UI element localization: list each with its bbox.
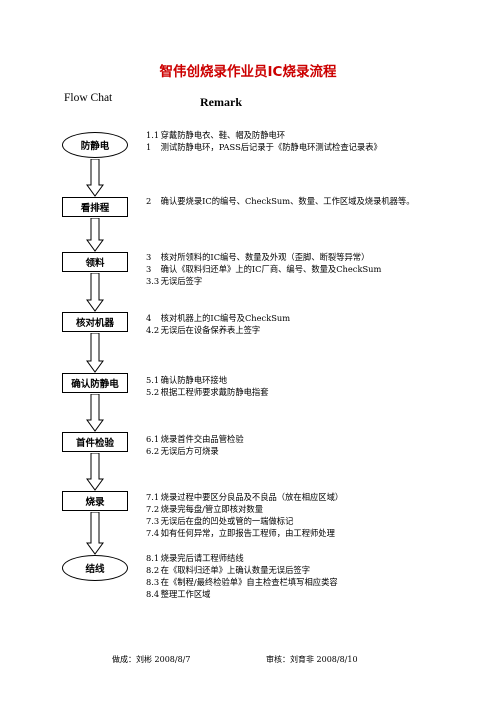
remark-line: 5.1 确认防静电环接地 [146,375,227,386]
remark-line: 8.3 在《制程/最终检验单》自主检查栏填写相应类容 [146,577,338,588]
remark-text: 无误后在设备保养表上签字 [160,325,261,335]
flow-step-confirm-anti-static: 确认防静电 [62,373,128,393]
remark-line: 3 核对所领料的IC编号、数量及外观（歪脚、断裂等异常） [146,252,369,263]
down-arrow-icon [86,333,104,373]
remark-number: 8.3 [146,577,160,587]
remark-number: 4 [146,313,152,323]
remark-line: 8.1 烧录完后请工程师结线 [146,553,244,564]
flow-step-programming: 烧录 [62,491,128,511]
down-arrow-icon [86,273,104,312]
remark-line: 7.1 烧录过程中要区分良品及不良品（放在相应区域） [146,492,343,503]
remark-line: 4.2 无误后在设备保养表上签字 [146,325,260,336]
remark-text: 测试防静电环，PASS后记录于《防静电环测试检查记录表》 [160,142,382,152]
down-arrow-icon [86,218,104,252]
remark-text: 烧录过程中要区分良品及不良品（放在相应区域） [160,492,344,502]
remark-number: 1 [146,142,152,152]
document-title: 智伟创烧录作业员IC烧录流程 [159,64,337,80]
remark-number: 4.2 [146,325,160,335]
down-arrow-icon [86,453,104,491]
remark-text: 穿戴防静电衣、鞋、帽及防静电环 [160,130,286,140]
flow-step-label: 烧录 [85,497,105,508]
remark-line: 7.2 烧录完每盘/管立即核对数量 [146,504,263,515]
remark-line: 7.4 如有任何异常，立即报告工程师，由工程师处理 [146,528,335,539]
remark-line: 3.3 无误后签字 [146,276,202,287]
remark-number: 1.1 [146,130,160,140]
remark-number: 7.1 [146,492,160,502]
remark-number: 8.4 [146,589,160,599]
remark-text: 核对所领料的IC编号、数量及外观（歪脚、断裂等异常） [160,252,370,262]
remark-number: 3 [146,252,152,262]
remark-header: Remark [200,95,242,109]
down-arrow-icon [86,394,104,432]
flow-step-first-article-inspection: 首件检验 [62,432,128,452]
remark-line: 8.4 整理工作区域 [146,589,210,600]
remark-number: 3 [146,264,152,274]
flow-step-label: 首件检验 [75,438,114,449]
remark-line: 7.3 无误后在盘的凹处或管的一端做标记 [146,516,293,527]
flow-chart-header: Flow Chat [64,92,113,104]
remark-line: 5.2 根据工程师要求戴防静电指套 [146,387,269,398]
remark-line: 8.2 在《取料归还单》上确认数量无误后签字 [146,565,310,576]
remark-number: 5.1 [146,375,160,385]
remark-text: 烧录完每盘/管立即核对数量 [160,504,263,514]
remark-text: 如有任何异常，立即报告工程师，由工程师处理 [160,528,335,538]
remark-line: 2 确认要烧录IC的编号、CheckSum、数量、工作区域及烧录机器等。 [146,196,415,207]
remark-line: 3 确认《取料归还单》上的IC厂商、编号、数量及CheckSum [146,264,381,275]
remark-text: 在《取料归还单》上确认数量无误后签字 [160,565,310,575]
flow-step-label: 确认防静电 [71,379,119,390]
remark-text: 无误后在盘的凹处或管的一端做标记 [160,516,294,526]
remark-text: 在《制程/最终检验单》自主检查栏填写相应类容 [160,577,338,587]
remark-number: 8.2 [146,565,160,575]
remark-number: 6.1 [146,434,160,444]
remark-text: 无误后签字 [160,276,203,286]
remark-text: 核对机器上的IC编号及CheckSum [160,313,291,323]
remark-number: 2 [146,196,152,206]
remark-number: 3.3 [146,276,160,286]
remark-text: 烧录完后请工程师结线 [160,553,244,563]
remark-text: 无误后方可烧录 [160,446,219,456]
flow-step-check-schedule: 看排程 [62,197,128,217]
reviewed-by-signature: 审核：刘育非 2008/8/10 [266,655,358,664]
remark-text: 整理工作区域 [160,589,211,599]
remark-line: 6.2 无误后方可烧录 [146,446,219,457]
remark-text: 确认《取料归还单》上的IC厂商、编号、数量及CheckSum [160,264,382,274]
flow-step-close-line: 结线 [62,555,128,581]
remark-number: 7.3 [146,516,160,526]
remark-line: 1.1 穿戴防静电衣、鞋、帽及防静电环 [146,130,285,141]
remark-line: 6.1 烧录首件交由品管检验 [146,434,244,445]
made-by-signature: 做成：刘彬 2008/8/7 [112,655,191,664]
flow-step-label: 看排程 [80,203,110,214]
remark-text: 烧录首件交由品管检验 [160,434,244,444]
down-arrow-icon [86,159,104,197]
flow-step-anti-static: 防静电 [62,132,128,158]
remark-text: 确认防静电环接地 [160,375,228,385]
remark-number: 5.2 [146,387,160,397]
remark-number: 8.1 [146,553,160,563]
flow-step-label: 核对机器 [75,318,114,329]
remark-number: 7.4 [146,528,160,538]
flow-step-label: 领料 [85,258,105,269]
flow-step-label: 防静电 [80,141,110,152]
down-arrow-icon [86,512,104,555]
remark-text: 根据工程师要求戴防静电指套 [160,387,269,397]
flow-step-get-materials: 领料 [62,252,128,272]
remark-line: 4 核对机器上的IC编号及CheckSum [146,313,290,324]
remark-number: 6.2 [146,446,160,456]
remark-text: 确认要烧录IC的编号、CheckSum、数量、工作区域及烧录机器等。 [160,196,415,206]
flow-step-label: 结线 [85,564,105,575]
remark-number: 7.2 [146,504,160,514]
flow-step-check-machine: 核对机器 [62,312,128,332]
remark-line: 1 测试防静电环，PASS后记录于《防静电环测试检查记录表》 [146,142,382,153]
